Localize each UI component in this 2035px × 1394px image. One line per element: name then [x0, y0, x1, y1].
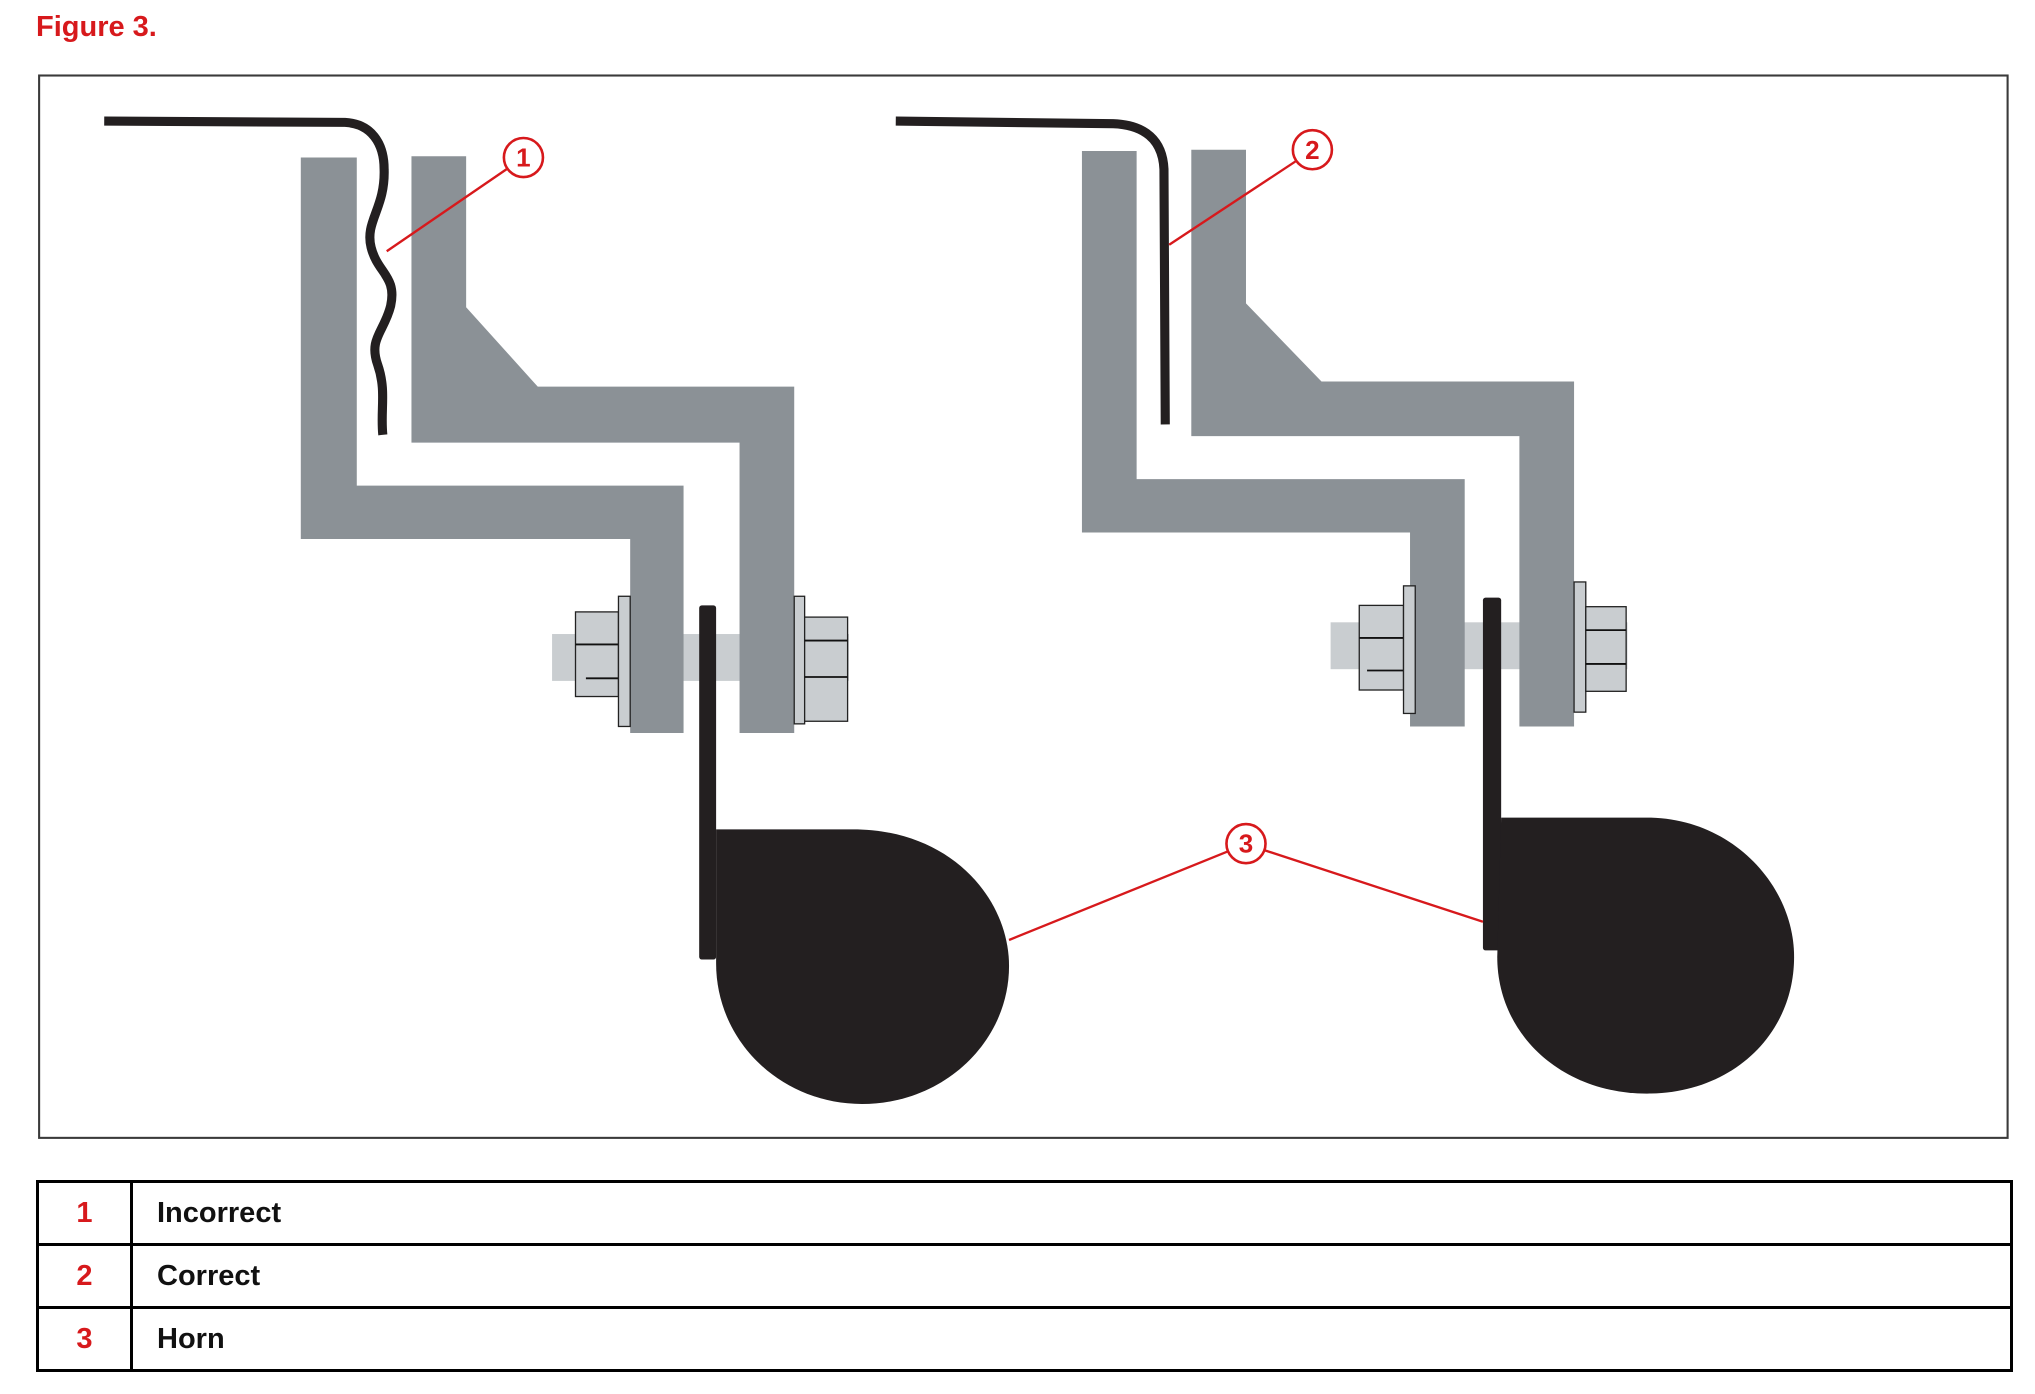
- bolt-nut-right: [1585, 606, 1627, 692]
- callout-leader-2: [1168, 160, 1297, 246]
- legend-row: 2 Correct: [36, 1243, 2013, 1309]
- horn-body: [716, 829, 1010, 1105]
- outer-bracket: [300, 157, 684, 733]
- legend-label: Horn: [130, 1306, 2013, 1372]
- legend-number: 1: [36, 1180, 133, 1246]
- legend-label: Incorrect: [130, 1180, 2013, 1246]
- figure-title: Figure 3.: [36, 11, 157, 43]
- bolt-nut-left: [1358, 604, 1405, 691]
- incorrect-installation: 1: [104, 116, 1010, 1105]
- callout-circle-2: [1291, 128, 1334, 171]
- outer-bracket: [1081, 151, 1465, 727]
- callout-number-3: 3: [1239, 829, 1253, 859]
- inner-bracket: [411, 156, 795, 733]
- callout-leader-1: [386, 168, 508, 253]
- legend-row: 1 Incorrect: [36, 1180, 2013, 1246]
- inner-bracket: [1191, 149, 1575, 727]
- callout-circle-1: [502, 136, 545, 179]
- callout-leader-3-right: [1263, 849, 1484, 923]
- legend-label: Correct: [130, 1243, 2013, 1309]
- washer-left: [617, 595, 631, 728]
- horn-mounting-strap: [699, 605, 717, 960]
- washer-left: [1402, 585, 1416, 715]
- callout-number-1: 1: [516, 143, 530, 173]
- bolt-nut-right: [803, 616, 849, 722]
- wire-straight: [895, 116, 1170, 425]
- washer-right: [793, 595, 806, 725]
- bolt-nut-left: [574, 611, 620, 698]
- correct-installation: 2: [895, 116, 1795, 1094]
- horn-callout: 3: [1008, 822, 1484, 942]
- washer-right: [1573, 581, 1587, 713]
- legend-number: 3: [36, 1306, 133, 1372]
- callout-circle-3: [1225, 822, 1267, 865]
- legend-table: 1 Incorrect 2 Correct 3 Horn: [36, 1180, 2013, 1372]
- callout-leader-3-left: [1008, 850, 1229, 942]
- horn-body: [1497, 817, 1795, 1094]
- legend-row: 3 Horn: [36, 1306, 2013, 1372]
- legend-number: 2: [36, 1243, 133, 1309]
- horn-mounting-strap: [1482, 597, 1502, 951]
- horn-installation-diagram: 1 2 3: [38, 74, 2009, 1139]
- callout-number-2: 2: [1305, 135, 1319, 165]
- wire-kinked: [104, 116, 397, 436]
